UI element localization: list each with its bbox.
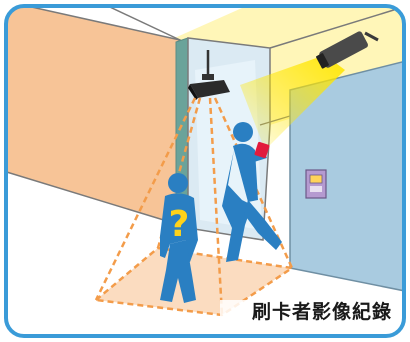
wall-cctv-camera-icon [315,31,379,69]
caption-label: 刷卡者影像紀錄 [251,301,392,323]
card-reader-icon [305,169,327,199]
unknown-person [160,173,198,303]
floor [6,170,404,336]
ceiling-camera-icon [188,50,230,100]
detection-zone-floor [92,246,296,317]
frame-border [4,4,406,338]
question-mark-icon: ? [169,204,190,245]
right-wall [289,59,404,293]
camera-light-beam [240,55,345,150]
access-card-icon [254,141,270,159]
